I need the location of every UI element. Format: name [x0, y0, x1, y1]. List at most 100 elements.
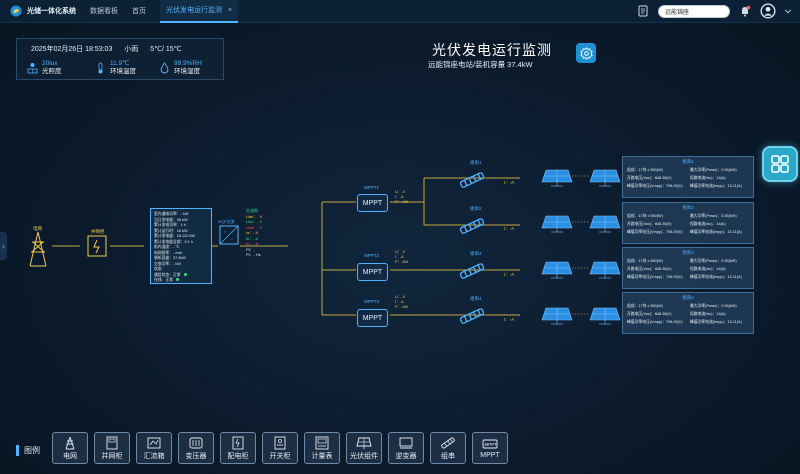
- string-card-title: 组串1: [682, 159, 694, 164]
- device-status-panel: 室内通电功率：- kW 当日发电量：36 kW 累计发电功率：1 h 累计运行时…: [150, 208, 212, 284]
- nav-item-home[interactable]: 首页: [132, 8, 146, 15]
- card-impp: 峰值功率电流(Impp)：13.11(A): [690, 320, 742, 324]
- switch-cabinet-icon: [274, 436, 286, 449]
- datetime: 2025年02月26日 18:53:03: [31, 46, 113, 53]
- transformer-icon: [189, 437, 203, 448]
- inv-val-1: Ubc：- V: [246, 219, 263, 224]
- device-line: 装机容量：37.4kW: [154, 256, 186, 260]
- status-dot: [183, 272, 187, 276]
- mppt2-box[interactable]: MPPT: [357, 263, 388, 281]
- card-isc: 短路电流(Isc)：14(A): [690, 176, 726, 180]
- inv-val-5: Ic：- A: [246, 241, 259, 246]
- temperature-value: 11.9℃: [110, 60, 130, 67]
- document-icon[interactable]: [636, 4, 650, 18]
- device-line: 机内温度：- ℃: [154, 245, 180, 249]
- mppt-val: P：-kW: [395, 305, 409, 309]
- metric-humidity: 99.9%RH 环境湿度: [159, 60, 202, 76]
- close-icon[interactable]: ×: [228, 6, 233, 14]
- online-status-text: 在线：正常: [154, 278, 173, 282]
- inv-val-7: Ft：- Hz: [246, 252, 261, 257]
- top-bar: 光储一体化系统 数据看板 首页 光伏发电运行监测 ×: [0, 0, 800, 23]
- card-voc: 开路电压(Voc)：848.38(V): [627, 312, 672, 316]
- inverter-label: WQF交流: [218, 220, 235, 224]
- device-line: 累计发电量全部：3.1 h: [154, 239, 193, 244]
- legend-item-inverter[interactable]: 逆变器: [388, 432, 424, 464]
- legend-item-distribution-cabinet[interactable]: 配电柜: [220, 432, 256, 464]
- tab-pv-monitoring[interactable]: 光伏发电运行监测 ×: [160, 0, 239, 23]
- device-line: 累计发电功率：1 h: [154, 223, 186, 227]
- chevron-down-icon[interactable]: [784, 4, 792, 18]
- illuminance-value: 20lux: [42, 60, 58, 67]
- string2-current: I：-A: [504, 226, 515, 231]
- card-pmax: 最大功率(Pmax)：0.35(kW): [690, 214, 737, 218]
- gear-icon: [579, 46, 593, 60]
- page-subtitle: 远能锦座电站/装机容量 37.4kW: [428, 60, 533, 69]
- card-isc: 短路电流(Isc)：14(A): [690, 222, 726, 226]
- legend-item-label: 配电柜: [227, 452, 249, 460]
- illuminance-label: 光照度: [42, 68, 62, 75]
- legend-item-string[interactable]: 组串: [430, 432, 466, 464]
- mppt-icon: MPPT: [482, 439, 498, 449]
- legend-item-pv-module[interactable]: 光伏组件: [346, 432, 382, 464]
- card-voc: 开路电压(Voc)：848.38(V): [627, 222, 672, 226]
- string-icon: [441, 436, 455, 449]
- string-card-3[interactable]: 组串3 组成：17块 x 550(W)最大功率(Pmax)：9.35(kW) 开…: [622, 247, 754, 289]
- station-search-input[interactable]: [658, 4, 730, 18]
- legend-item-label: 开关柜: [269, 452, 291, 460]
- mppt2-values: U：-V I：-A P：-kW: [395, 250, 408, 265]
- card-pmax: 最大功率(Pmax)：9.35(kW): [690, 259, 737, 263]
- inverter-icon: [399, 437, 413, 448]
- distribution-cabinet-icon: [232, 436, 244, 449]
- tower-icon: [65, 436, 75, 449]
- app-grid-button[interactable]: [762, 146, 798, 182]
- string4-current: I：-A: [504, 317, 515, 322]
- legend-item-switch-cabinet[interactable]: 开关柜: [262, 432, 298, 464]
- metric-illuminance: 20lux 光照度: [27, 60, 62, 76]
- string-card-4[interactable]: 组串4 组成：17块 x 550(W)最大功率(Pmax)：0.35(kW) 开…: [622, 292, 754, 334]
- legend-item-grid-cabinet[interactable]: 并网柜: [94, 432, 130, 464]
- mppt-val: I：-A: [395, 255, 404, 259]
- string3-label: 组串3: [470, 251, 482, 256]
- humidity-value: 99.9%RH: [174, 60, 202, 67]
- card-vmpp: 峰值功率电压(Vmpp)：708.05(V): [627, 275, 683, 279]
- comm-status-text: 通信状态：正常: [154, 272, 181, 277]
- legend-item-grid[interactable]: 电网: [52, 432, 88, 464]
- string-card-title: 组串3: [682, 250, 694, 255]
- mppt-val: I：-A: [395, 195, 404, 199]
- card-composition: 组成：17块 x 550(W): [627, 304, 663, 308]
- user-avatar-icon[interactable]: [760, 3, 776, 19]
- string-card-1[interactable]: 组串1 组成：17块 x 550(W)最大功率(Pmax)：0.35(kW) 开…: [622, 156, 754, 198]
- page-title: 光伏发电运行监测: [432, 42, 552, 58]
- legend-item-transformer[interactable]: 变压器: [178, 432, 214, 464]
- logo-icon: [10, 5, 22, 17]
- tab-pv-monitoring-label: 光伏发电运行监测: [166, 7, 222, 14]
- pv-module-icon: [541, 169, 621, 325]
- legend-item-meter[interactable]: 计量表: [304, 432, 340, 464]
- legend-item-mppt[interactable]: MPPT MPPT: [472, 432, 508, 464]
- settings-button[interactable]: [576, 43, 596, 63]
- string-card-2[interactable]: 组串2 组成：17块 x 550(W)最大功率(Pmax)：0.35(kW) 开…: [622, 202, 754, 244]
- legend-item-combiner-box[interactable]: 汇流箱: [136, 432, 172, 464]
- metric-temperature: 11.9℃ 环境温度: [95, 60, 136, 76]
- mppt1-values: U：-V I：-A P：-kW: [395, 190, 408, 205]
- side-drawer-toggle[interactable]: ›: [0, 232, 7, 260]
- nav-item-dashboard[interactable]: 数据看板: [90, 8, 118, 15]
- meter-icon: [315, 436, 329, 449]
- grid-label: 电网: [33, 226, 42, 231]
- string-icon: [459, 172, 485, 324]
- mppt-val: P：-kW: [395, 260, 409, 264]
- mppt1-box[interactable]: MPPT: [357, 194, 388, 212]
- datetime-weather: 2025年02月26日 18:53:03 小雨 5℃/ 15℃: [31, 44, 192, 54]
- mppt3-caption: MPPT3: [364, 299, 380, 304]
- mppt1-caption: MPPT1: [364, 185, 380, 190]
- legend-item-label: 计量表: [311, 452, 333, 460]
- legend-accent-bar: [16, 445, 19, 456]
- grid-icon: [771, 155, 789, 173]
- inverter-icon: = ~: [219, 225, 239, 245]
- app-title: 光储一体化系统: [27, 8, 76, 15]
- mppt-val: U：-V: [395, 295, 406, 299]
- legend-item-label: 汇流箱: [143, 452, 165, 460]
- mppt3-box[interactable]: MPPT: [357, 309, 388, 327]
- bell-icon[interactable]: [738, 4, 752, 18]
- tower-icon: [29, 231, 47, 267]
